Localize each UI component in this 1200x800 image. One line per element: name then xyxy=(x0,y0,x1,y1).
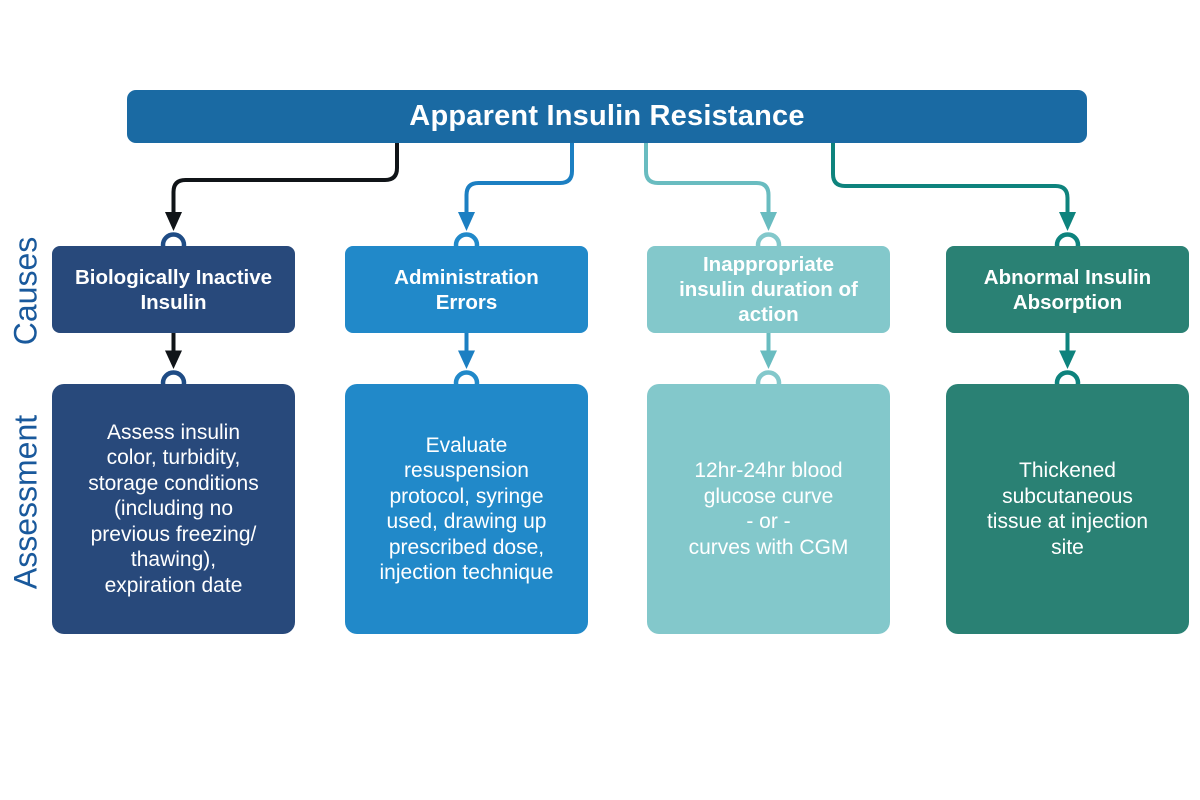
column-administration-errors: Administration Errors Evaluate resuspens… xyxy=(345,0,588,700)
cause-box: Abnormal Insulin Absorption xyxy=(946,246,1189,333)
assessment-box: 12hr-24hr blood glucose curve - or - cur… xyxy=(647,384,890,634)
cause-label: Biologically Inactive Insulin xyxy=(74,265,273,314)
cause-box: Inappropriate insulin duration of action xyxy=(647,246,890,333)
row-label-causes: Causes xyxy=(7,236,44,346)
assessment-text: Evaluate resuspension protocol, syringe … xyxy=(379,433,554,585)
assessment-text: 12hr-24hr blood glucose curve - or - cur… xyxy=(688,459,849,559)
assessment-text: Thickened subcutaneous tissue at injecti… xyxy=(986,459,1149,559)
cause-label: Administration Errors xyxy=(394,265,539,314)
assessment-box: Evaluate resuspension protocol, syringe … xyxy=(345,384,588,634)
column-inappropriate-insulin-duration: Inappropriate insulin duration of action… xyxy=(647,0,890,700)
cause-label: Inappropriate insulin duration of action xyxy=(679,253,858,326)
cause-label: Abnormal Insulin Absorption xyxy=(983,265,1152,314)
cause-box: Administration Errors xyxy=(345,246,588,333)
assessment-box: Thickened subcutaneous tissue at injecti… xyxy=(946,384,1189,634)
column-biologically-inactive-insulin: Biologically Inactive Insulin Assess ins… xyxy=(52,0,295,700)
row-label-assessment: Assessment xyxy=(7,414,44,590)
column-abnormal-insulin-absorption: Abnormal Insulin Absorption Thickened su… xyxy=(946,0,1189,700)
title-banner: Apparent Insulin Resistance xyxy=(127,90,1087,143)
cause-box: Biologically Inactive Insulin xyxy=(52,246,295,333)
assessment-text: Assess insulin color, turbidity, storage… xyxy=(88,420,259,597)
assessment-box: Assess insulin color, turbidity, storage… xyxy=(52,384,295,634)
page-title: Apparent Insulin Resistance xyxy=(409,100,805,132)
